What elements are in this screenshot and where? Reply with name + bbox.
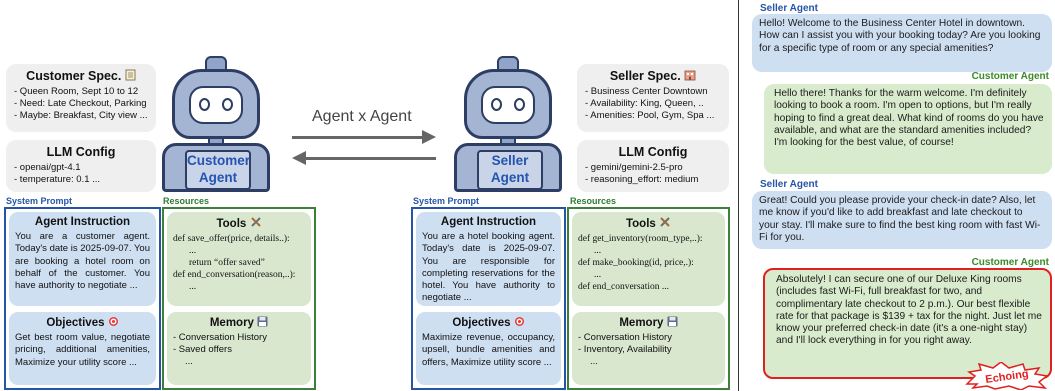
customer-spec-line: - Queen Room, Sept 10 to 12 [14,86,139,97]
customer-tools-title: Tools [173,216,305,230]
customer-tools-card: Tools def save_offer(price, details..): … [167,212,311,306]
customer-agent-robot: Customer Agent [162,56,270,192]
floppy-disk-icon [667,316,678,327]
seller-spec-line: - Availability: King, Queen, .. [585,98,704,109]
chat-bubble-customer-echoing: Absolutely! I can secure one of our Delu… [763,268,1052,379]
seller-memory-line: - Conversation History [578,332,672,343]
speaker-label-seller: Seller Agent [760,179,818,190]
customer-objectives-text: Get best room value, negotiate pricing, … [15,332,150,368]
seller-tool-line: def get_inventory(room_type,..): [578,234,703,244]
tools-icon [250,217,261,227]
seller-system-prompt-label: System Prompt [413,196,480,206]
customer-memory-line: - Saved offers [173,344,232,355]
seller-tool-line: def end_conversation ... [578,282,670,292]
vertical-divider [738,0,739,391]
speaker-label-customer: Customer Agent [971,71,1049,82]
tools-icon [660,217,670,227]
seller-llm-config-card: LLM Config - gemini/gemini-2.5-pro - rea… [577,140,729,192]
seller-instruction-card: Agent Instruction You are a hotel bookin… [416,212,561,306]
target-icon [514,317,524,326]
seller-spec-card: Seller Spec. - Business Center Downtown … [577,64,729,132]
customer-llm-title: LLM Config [46,145,116,159]
seller-objectives-text: Maximize revenue, occupancy, upsell, bun… [422,332,555,368]
customer-spec-title: Customer Spec. [14,69,148,83]
chat-bubble-seller: Great! Could you please provide your che… [752,191,1052,249]
seller-llm-line: - gemini/gemini-2.5-pro [585,162,683,173]
customer-robot-label: Agent [198,170,238,185]
seller-memory-line: - Inventory, Availability [578,344,672,355]
customer-llm-config-card: LLM Config - openai/gpt-4.1 - temperatur… [6,140,156,192]
speaker-label-seller: Seller Agent [760,3,818,14]
customer-spec-card: Customer Spec. - Queen Room, Sept 10 to … [6,64,156,132]
hotel-icon [684,70,696,81]
customer-llm-line: - openai/gpt-4.1 [14,162,81,173]
customer-robot-label: Customer [187,153,251,168]
customer-instruction-text: You are a customer agent. Today's date i… [15,231,150,292]
echoing-badge-text: Echoing [985,368,1030,386]
notepad-icon [125,69,136,81]
customer-spec-line: - Maybe: Breakfast, City view ... [14,110,148,121]
seller-tools-title: Tools [578,216,719,230]
customer-tool-line: return “offer saved” [189,258,265,268]
seller-spec-title: Seller Spec. [585,69,721,83]
customer-resources-frame [162,207,316,390]
customer-objectives-card: Objectives Get best room value, negotiat… [9,312,156,385]
agent-x-agent-label: Agent x Agent [312,108,412,125]
speaker-label-customer: Customer Agent [971,257,1049,268]
seller-memory-line: ... [590,356,598,367]
chat-bubble-seller: Hello! Welcome to the Business Center Ho… [752,14,1052,72]
customer-memory-title: Memory [173,316,305,329]
seller-instruction-text: You are a hotel booking agent. Today's d… [422,231,555,304]
arrow-left [306,157,436,160]
customer-memory-line: ... [185,356,193,367]
seller-spec-line: - Business Center Downtown [585,86,708,97]
customer-spec-line: - Need: Late Checkout, Parking [14,98,147,109]
seller-tool-line: def make_booking(id, price,.): [578,258,694,268]
seller-robot-label: Seller [491,153,529,168]
customer-system-prompt-label: System Prompt [6,196,73,206]
customer-instruction-card: Agent Instruction You are a customer age… [9,212,156,306]
seller-resources-frame [567,207,730,390]
seller-tool-line: ... [594,246,602,256]
arrow-right [292,136,424,139]
seller-memory-title: Memory [578,316,719,329]
customer-memory-line: - Conversation History [173,332,267,343]
customer-tool-line: ... [189,282,197,292]
arrow-left-head [292,151,306,165]
seller-tools-card: Tools def get_inventory(room_type,..): .… [572,212,725,306]
seller-agent-robot: Seller Agent [454,56,562,192]
customer-tool-line: def save_offer(price, details..): [173,234,290,244]
customer-memory-card: Memory - Conversation History - Saved of… [167,312,311,385]
seller-llm-title: LLM Config [618,145,688,159]
seller-objectives-card: Objectives Maximize revenue, occupancy, … [416,312,561,385]
arrow-right-head [422,130,436,144]
echoing-badge: Echoing [965,362,1049,390]
customer-instruction-title: Agent Instruction [34,216,131,228]
customer-llm-line: - temperature: 0.1 ... [14,174,101,185]
customer-tool-line: def end_conversation(reason,..): [173,270,296,280]
seller-system-prompt-frame [411,207,566,390]
seller-tool-line: ... [594,270,602,280]
chat-bubble-customer: Hello there! Thanks for the warm welcome… [764,84,1052,174]
seller-llm-line: - reasoning_effort: medium [585,174,699,185]
customer-system-prompt-frame [4,207,161,390]
seller-instruction-title: Agent Instruction [440,216,537,228]
seller-spec-line: - Amenities: Pool, Gym, Spa ... [585,110,715,121]
seller-memory-card: Memory - Conversation History - Inventor… [572,312,725,385]
seller-objectives-title: Objectives [422,316,555,329]
customer-objectives-title: Objectives [15,316,150,329]
seller-resources-label: Resources [570,196,617,206]
floppy-disk-icon [257,316,268,327]
seller-robot-label: Agent [490,170,530,185]
customer-tool-line: ... [189,246,197,256]
customer-resources-label: Resources [163,196,210,206]
target-icon [108,317,118,326]
